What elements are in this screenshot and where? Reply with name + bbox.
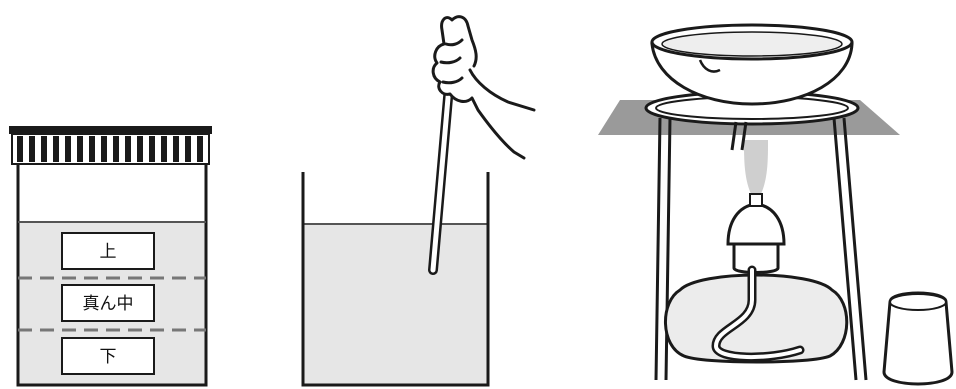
- flame: [744, 140, 768, 196]
- jar-panel: 上 真ん中 下: [9, 126, 212, 385]
- alcohol-lamp: [665, 194, 846, 362]
- cap-rib: [197, 136, 203, 162]
- label-bottom: 下: [100, 347, 117, 367]
- cap-rib: [185, 136, 191, 162]
- cap-rib: [173, 136, 179, 162]
- cap-rib: [161, 136, 167, 162]
- cap-rib: [89, 136, 95, 162]
- label-top: 上: [100, 242, 117, 262]
- evaporating-dish: [652, 25, 852, 104]
- heating-panel: [598, 25, 952, 384]
- cap-rib: [101, 136, 107, 162]
- beaker-liquid: [303, 224, 488, 385]
- jar-cap: [9, 126, 212, 164]
- cap-rib: [65, 136, 71, 162]
- cap-rib: [77, 136, 83, 162]
- beaker-panel: [303, 17, 534, 385]
- label-middle: 真ん中: [83, 294, 134, 314]
- cap-rib: [149, 136, 155, 162]
- cap-rib: [29, 136, 35, 162]
- cap-rib: [137, 136, 143, 162]
- cap-rib: [113, 136, 119, 162]
- cap-rib: [53, 136, 59, 162]
- cap-rib: [17, 136, 23, 162]
- cap-rib: [125, 136, 131, 162]
- lamp-cap-removed: [884, 293, 952, 384]
- cap-rib: [41, 136, 47, 162]
